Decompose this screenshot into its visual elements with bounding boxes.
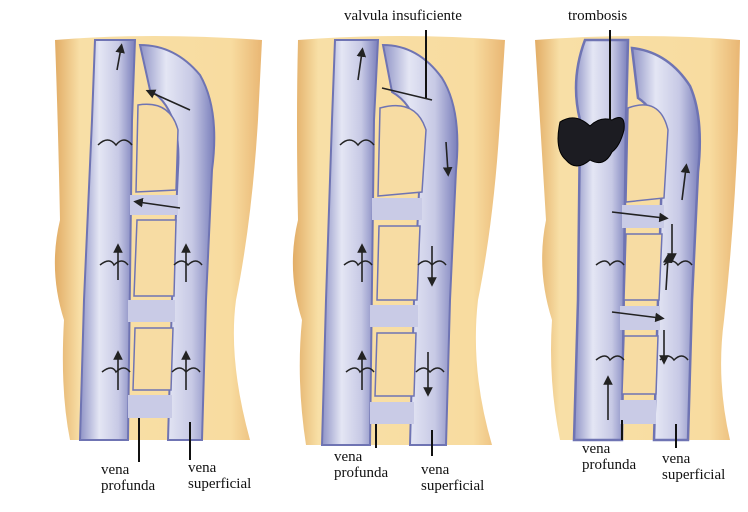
insufficient-valve-callout: valvula insuficiente [344,8,462,24]
superficial-vein-label-line2: superficial [188,476,251,492]
panel-thrombosis [535,30,740,448]
deep-vein-label-line1: vena [334,449,362,465]
superficial-vein-label-line2: superficial [421,478,484,494]
superficial-vein-label-line2: superficial [662,467,725,483]
superficial-vein-label-line1: vena [662,451,690,467]
thrombosis-callout: trombosis [568,8,627,24]
deep-vein-label-line2: profunda [334,465,388,481]
superficial-vein-label-line1: vena [188,460,216,476]
deep-vein-label-line1: vena [101,462,129,478]
deep-vein-label-line2: profunda [582,457,636,473]
panel-insufficient-valve [293,30,505,456]
superficial-vein-label-line1: vena [421,462,449,478]
panel-normal [55,36,262,462]
deep-vein-label-line1: vena [582,441,610,457]
deep-vein-label-line2: profunda [101,478,155,494]
